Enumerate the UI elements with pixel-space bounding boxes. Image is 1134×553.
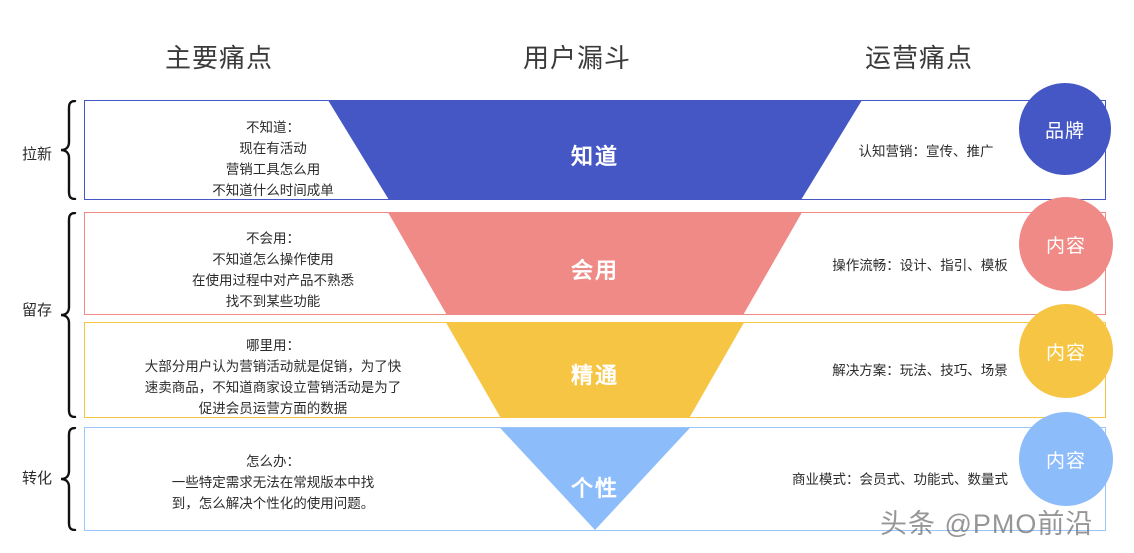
pain-title: 不知道： xyxy=(246,120,300,135)
stage-circle-label: 品牌 xyxy=(1044,120,1085,142)
stage-circle-content[interactable]: 内容 xyxy=(1019,412,1113,506)
ops-pain-text: 认知营销：宣传、推广 xyxy=(858,144,994,159)
stage-label-conversion: 转化 xyxy=(22,470,53,487)
brace-conversion-icon xyxy=(58,426,78,536)
pain-line: 营销工具怎么用 xyxy=(225,162,321,177)
stage-label-acquisition: 拉新 xyxy=(22,146,53,163)
pain-point-block: 不知道： 现在有活动 营销工具怎么用 不知道什么时间成单 xyxy=(93,117,453,201)
funnel-row-mastery[interactable]: 哪里用： 大部分用户认为营销活动就是促销，为了快 速卖商品，不知道商家设立营销活… xyxy=(84,304,1113,419)
stage-circle-brand[interactable]: 品牌 xyxy=(1019,83,1111,175)
stage-circle-content[interactable]: 内容 xyxy=(1019,197,1113,291)
pain-line: 速卖商品，不知道商家设立营销活动是为了 xyxy=(144,380,402,395)
funnel-row-personalization[interactable]: 怎么办： 一些特定需求无法在常规版本中找 到，怎么解决个性化的使用问题。 个性 … xyxy=(84,412,1113,531)
pain-line: 促进会员运营方面的数据 xyxy=(198,401,348,416)
brace-acquisition-icon xyxy=(58,99,78,205)
ops-pain-text: 操作流畅：设计、指引、模板 xyxy=(832,258,1008,273)
pain-line: 不知道怎么操作使用 xyxy=(212,252,334,267)
pain-line: 不知道什么时间成单 xyxy=(212,183,334,198)
pain-point-block: 不会用： 不知道怎么操作使用 在使用过程中对产品不熟悉 找不到某些功能 xyxy=(93,228,453,312)
brace-retention-icon xyxy=(58,211,78,423)
column-heading-pain-points: 主要痛点 xyxy=(165,43,274,73)
pain-line: 大部分用户认为营销活动就是促销，为了快 xyxy=(144,359,402,374)
ops-pain-text: 商业模式：会员式、功能式、数量式 xyxy=(792,472,1008,487)
pain-line: 到，怎么解决个性化的使用问题。 xyxy=(171,496,375,511)
pain-title: 不会用： xyxy=(246,231,300,246)
funnel-row-awareness[interactable]: 不知道： 现在有活动 营销工具怎么用 不知道什么时间成单 知道 认知营销：宣传、… xyxy=(84,83,1111,201)
column-heading-user-funnel: 用户漏斗 xyxy=(523,43,632,73)
pain-point-block: 怎么办： 一些特定需求无法在常规版本中找 到，怎么解决个性化的使用问题。 xyxy=(93,451,453,514)
stage-circle-content[interactable]: 内容 xyxy=(1019,304,1113,398)
funnel-row-usage[interactable]: 不会用： 不知道怎么操作使用 在使用过程中对产品不熟悉 找不到某些功能 会用 操… xyxy=(84,197,1113,315)
pain-line: 一些特定需求无法在常规版本中找 xyxy=(171,475,375,490)
column-heading-ops-pain: 运营痛点 xyxy=(865,43,974,73)
ops-pain-text: 解决方案：玩法、技巧、场景 xyxy=(832,363,1008,378)
pain-point-block: 哪里用： 大部分用户认为营销活动就是促销，为了快 速卖商品，不知道商家设立营销活… xyxy=(87,335,459,419)
pain-line: 现在有活动 xyxy=(239,141,307,156)
stage-label-retention: 留存 xyxy=(22,302,53,319)
pain-line: 在使用过程中对产品不熟悉 xyxy=(192,273,354,288)
pain-title: 怎么办： xyxy=(246,454,300,469)
pain-line: 找不到某些功能 xyxy=(225,294,321,309)
watermark: 头条 @PMO前沿 xyxy=(880,509,1094,539)
pain-title: 哪里用： xyxy=(246,338,300,353)
stage-circle-label: 内容 xyxy=(1045,450,1086,472)
stage-circle-label: 内容 xyxy=(1045,235,1086,257)
stage-circle-label: 内容 xyxy=(1045,342,1086,364)
